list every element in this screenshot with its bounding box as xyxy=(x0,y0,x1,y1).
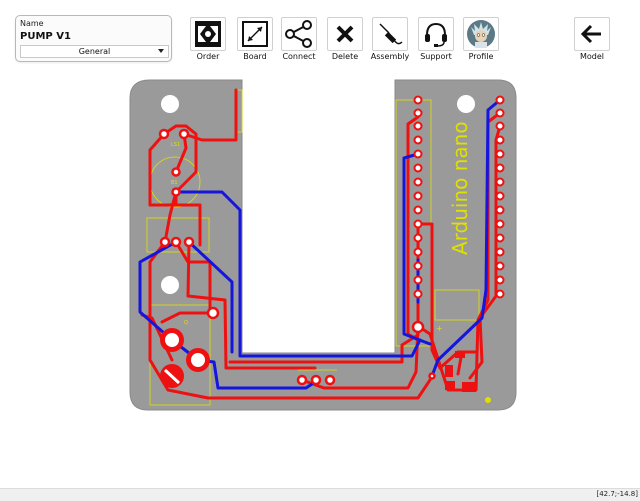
support-label: Support xyxy=(420,52,452,61)
arduino-right-header[interactable] xyxy=(495,95,505,299)
name-panel: Name PUMP V1 General xyxy=(15,15,172,62)
silk-plus: + xyxy=(436,324,443,333)
status-bar: [42.7;-14.8] xyxy=(0,488,640,501)
soldering-iron-icon xyxy=(379,23,403,45)
component-pads[interactable] xyxy=(158,128,436,386)
design-canvas[interactable]: Arduino nano LS1 B1 Q + xyxy=(0,70,640,488)
profile-label: Profile xyxy=(468,52,494,61)
profile-button[interactable]: Profile xyxy=(461,17,501,62)
assembly-label: Assembly xyxy=(370,52,410,61)
support-button[interactable]: Support xyxy=(416,17,456,62)
model-label: Model xyxy=(579,52,605,61)
arduino-label: Arduino nano xyxy=(448,121,472,255)
delete-label: Delete xyxy=(331,52,359,61)
assembly-button[interactable]: Assembly xyxy=(370,17,410,62)
delete-button[interactable]: Delete xyxy=(325,17,365,62)
board-icon xyxy=(242,21,268,47)
order-button[interactable]: Order xyxy=(188,17,228,62)
silk-q: Q xyxy=(184,320,188,326)
project-name[interactable]: PUMP V1 xyxy=(20,31,71,42)
name-label: Name xyxy=(20,19,44,28)
view-select-value: General xyxy=(78,47,111,56)
chevron-down-icon xyxy=(158,49,164,53)
silk-dot xyxy=(485,397,491,403)
view-select[interactable]: General xyxy=(20,45,169,58)
connect-icon xyxy=(285,20,312,48)
mounting-holes xyxy=(161,95,475,294)
avatar xyxy=(467,20,495,48)
silk-ls1: LS1 xyxy=(171,142,180,148)
arduino-left-header[interactable] xyxy=(413,95,423,299)
board-button[interactable]: Board xyxy=(235,17,275,62)
silk-b1: B1 xyxy=(171,180,178,186)
connect-label: Connect xyxy=(282,52,316,61)
bottom-traces xyxy=(138,98,502,390)
order-label: Order xyxy=(196,52,220,61)
cursor-coordinates: [42.7;-14.8] xyxy=(596,490,638,498)
board-label: Board xyxy=(243,52,267,61)
smd-pads[interactable] xyxy=(445,351,476,392)
order-icon xyxy=(195,21,221,47)
terminal-pads[interactable] xyxy=(160,328,210,388)
connect-button[interactable]: Connect xyxy=(279,17,319,62)
headset-icon xyxy=(425,22,447,47)
close-icon xyxy=(336,25,354,43)
model-button[interactable]: Model xyxy=(572,17,612,62)
arrow-left-icon xyxy=(580,24,601,44)
